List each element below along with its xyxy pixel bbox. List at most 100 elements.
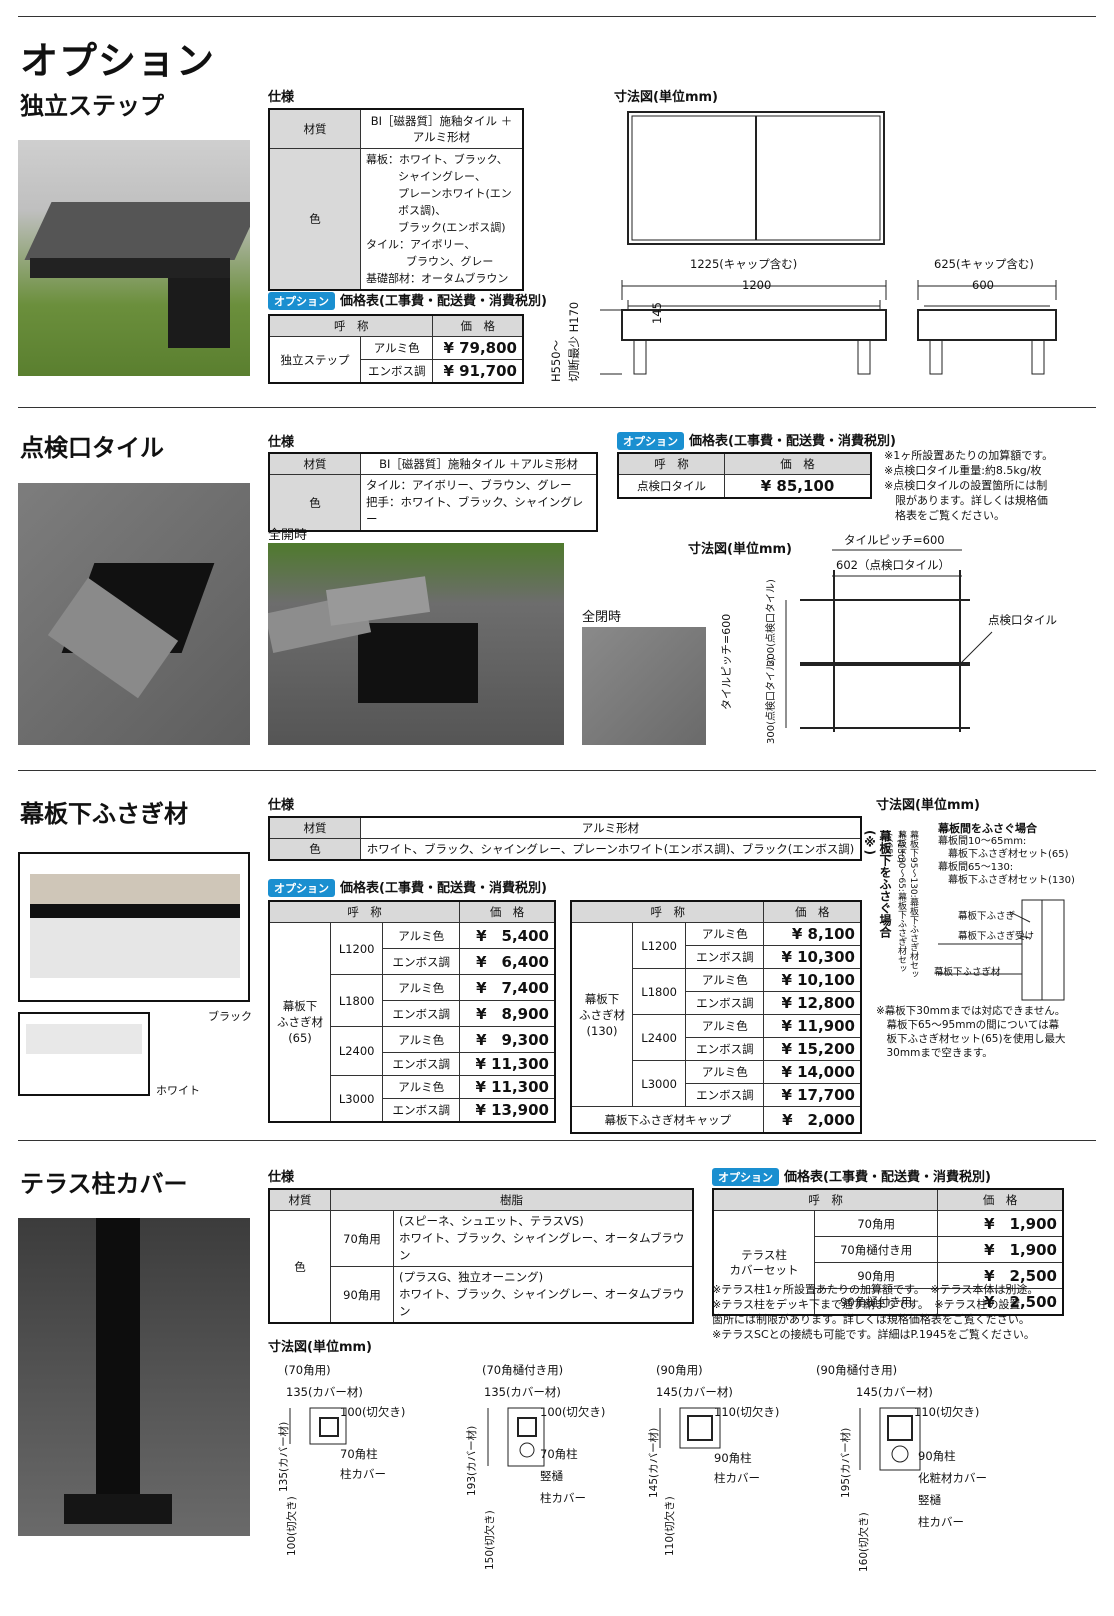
caption-white: ホワイト [156, 1084, 200, 1097]
item-name: テラス柱カバーセット [712, 1210, 815, 1316]
divider [18, 770, 1096, 771]
post-base [64, 1494, 172, 1524]
section-title-step: 独立ステップ [20, 92, 164, 120]
cover-spec-table: 材質 樹脂 色 70角用 (スピーネ、シュエット、テラスVS)ホワイト、ブラック… [268, 1188, 694, 1324]
price: ¥ 13,900 [459, 1098, 556, 1123]
cap-price: ¥ 2,000 [763, 1106, 862, 1134]
cap-item: 幕板下ふさぎ材キャップ [570, 1106, 765, 1134]
inspection-photo [18, 483, 250, 745]
caption-closed: 全閉時 [582, 610, 622, 625]
dim-l3: 幕板下ふさぎ材 [934, 967, 1001, 978]
material-value: BI［磁器質］施釉タイル ＋アルミ形材 [360, 108, 524, 149]
row-price: ¥ 91,700 [432, 359, 524, 384]
price: ¥ 8,100 [763, 922, 862, 946]
price: ¥ 11,300 [459, 1075, 556, 1099]
dim-h170: 切断最少 H170 [567, 301, 581, 382]
spec-label: 仕様 [268, 798, 295, 813]
diagram-v1: 145(カバー材) [648, 1427, 660, 1498]
inspection-price-heading: オプション価格表(工事費・配送費・消費税別) [617, 430, 896, 450]
spec-label: 仕様 [268, 435, 295, 450]
material-header: 材質 [268, 108, 361, 149]
diagram-top: 135(カバー材) [286, 1385, 363, 1399]
diagram-top: 145(カバー材) [656, 1385, 733, 1399]
type: 90角樋付き用 [813, 1288, 939, 1316]
inspection-spec-table: 材質 BI［磁器質］施釉タイル ＋アルミ形材 色 タイル：アイボリー、ブラウン、… [268, 452, 598, 532]
step-top-tile [24, 202, 250, 260]
type: エンボス調 [382, 1000, 461, 1027]
dim-vertical-2: 幕板下30〜65:幕板下ふさぎ材セット(65) [883, 830, 906, 973]
diagram-cut: 100(切欠き) [540, 1405, 606, 1419]
col-name: 呼 称 [617, 452, 725, 475]
caption-open: 全開時 [268, 528, 308, 543]
price: ¥ 7,400 [459, 974, 556, 1001]
diagram-v2: 110(切欠き) [664, 1496, 676, 1556]
col-name: 呼 称 [268, 314, 434, 337]
price: ¥ 9,300 [459, 1026, 556, 1053]
price: ¥ 12,800 [763, 991, 862, 1015]
material-value: アルミ形材 [360, 816, 862, 839]
dim-602: 602（点検口タイル） [836, 558, 950, 572]
spec-label: 仕様 [268, 90, 295, 105]
dim-pitch: タイルピッチ=600 [844, 533, 945, 547]
diagram-title: (70角用) [284, 1363, 331, 1377]
type: エンボス調 [685, 1037, 765, 1061]
size: L2400 [329, 1026, 384, 1076]
size: L1200 [329, 922, 384, 975]
color-header: 色 [268, 1210, 331, 1324]
fasagi-dimension-drawing [938, 899, 1065, 1001]
diagram-label: 70角柱 [340, 1447, 378, 1461]
open-photo [268, 543, 564, 745]
closed-photo [582, 627, 706, 745]
type: アルミ色 [685, 1014, 765, 1038]
row-type: アルミ色 [359, 336, 434, 360]
diagram-70gutter-drawing [487, 1407, 545, 1467]
col-price: 価 格 [937, 1188, 1064, 1211]
diagram-90-drawing [659, 1407, 721, 1449]
price: ¥ 11,900 [763, 1014, 862, 1038]
divider [18, 1140, 1096, 1141]
dim-vertical-3: 幕板下95〜130:幕板下ふさぎ材セット(130) [895, 830, 918, 979]
cover-price-table: 呼 称 価 格 テラス柱カバーセット 70角用 ¥ 1,900 70角樋付き用¥… [712, 1188, 1064, 1316]
diagram-title: (90角樋付き用) [816, 1363, 898, 1377]
price: ¥ 1,900 [937, 1210, 1064, 1237]
section-title-fasagi: 幕板下ふさぎ材 [20, 800, 188, 828]
divider [18, 407, 1096, 408]
diagram-v1: 195(カバー材) [840, 1427, 852, 1498]
item-name: 独立ステップ [268, 336, 361, 384]
price: ¥ 15,200 [763, 1037, 862, 1061]
item-price: ¥ 85,100 [724, 474, 872, 499]
color-header: 色 [268, 148, 361, 291]
material-header: 材質 [268, 816, 361, 839]
col-name: 呼 称 [712, 1188, 939, 1211]
diagram-v1: 193(カバー材) [466, 1425, 478, 1496]
color-value: ホワイト、ブラック、シャイングレー、プレーンホワイト(エンボス調)、ブラック(エ… [360, 838, 862, 861]
step-price-heading: オプション価格表(工事費・配送費・消費税別) [268, 290, 547, 310]
fasagi-dim-lines: 幕板間をふさぐ場合幕板間10〜65mm: 幕板下ふさぎ材セット(65)幕板間65… [938, 822, 1075, 886]
type: アルミ色 [685, 922, 765, 946]
size: L2400 [631, 1014, 687, 1061]
cover-notes: ※テラス柱1ヶ所設置あたりの加算額です。 ※テラス本体は別途。※テラス柱をデッキ… [712, 1283, 1039, 1341]
type: 70角用 [813, 1210, 939, 1237]
type: アルミ色 [382, 922, 461, 949]
material-value: BI［磁器質］施釉タイル ＋アルミ形材 [360, 452, 598, 475]
type: エンボス調 [382, 1052, 461, 1076]
color-header: 色 [268, 474, 361, 532]
col-name: 呼 称 [268, 900, 461, 923]
diagram-label: 柱カバー [714, 1471, 760, 1485]
lid-2 [325, 576, 431, 626]
step-price-table: 呼 称 価 格 独立ステップ アルミ色 ¥ 79,800 エンボス調 ¥ 91,… [268, 314, 524, 384]
spec-label: 仕様 [268, 1170, 295, 1185]
diagram-v1: 135(カバー材) [278, 1421, 290, 1492]
col-name: 呼 称 [570, 900, 765, 923]
top-rule [18, 16, 1096, 17]
price: ¥ 17,700 [763, 1083, 862, 1107]
step-dimension-drawing [600, 111, 1057, 375]
dim-l2: 幕板下ふさぎ受け [958, 931, 1035, 942]
type: アルミ色 [685, 1060, 765, 1084]
item-name: 幕板下ふさぎ材(65) [268, 922, 331, 1123]
fasagi-price-table-65: 呼 称 価 格 幕板下ふさぎ材(65) L1200 アルミ色 ¥ 5,400 エ… [268, 900, 556, 1123]
color-70: (スピーネ、シュエット、テラスVS)ホワイト、ブラック、シャイングレー、オータム… [393, 1210, 694, 1267]
step-spec-table: 材質 BI［磁器質］施釉タイル ＋アルミ形材 色 幕板：ホワイト、ブラック、 シ… [268, 108, 524, 291]
color-value: タイル：アイボリー、ブラウン、グレー把手：ホワイト、ブラック、シャイングレー [360, 474, 598, 532]
item-name: 幕板下ふさぎ材(130) [570, 922, 633, 1107]
